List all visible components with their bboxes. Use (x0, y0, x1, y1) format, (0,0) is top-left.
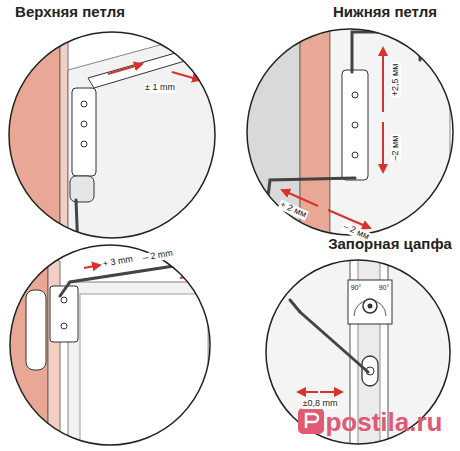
lower-hinge-view (240, 20, 460, 250)
view-title: Верхняя петля (15, 4, 125, 21)
angle-mark: 90° (350, 284, 363, 292)
view-title: Нижняя петля (333, 4, 437, 21)
watermark: postila.ru (325, 408, 442, 437)
dimension: ± 1 mm (144, 83, 176, 93)
dimension: –2 мм (391, 135, 401, 162)
watermark-icon (298, 408, 324, 434)
angle-mark: 90° (378, 284, 391, 292)
dimension: +2,5 мм (391, 63, 401, 98)
locking-pin-view (260, 255, 460, 451)
side-hinge-view (0, 240, 220, 451)
upper-hinge-view (0, 0, 230, 252)
view-title: Запорная цапфа (328, 236, 452, 253)
